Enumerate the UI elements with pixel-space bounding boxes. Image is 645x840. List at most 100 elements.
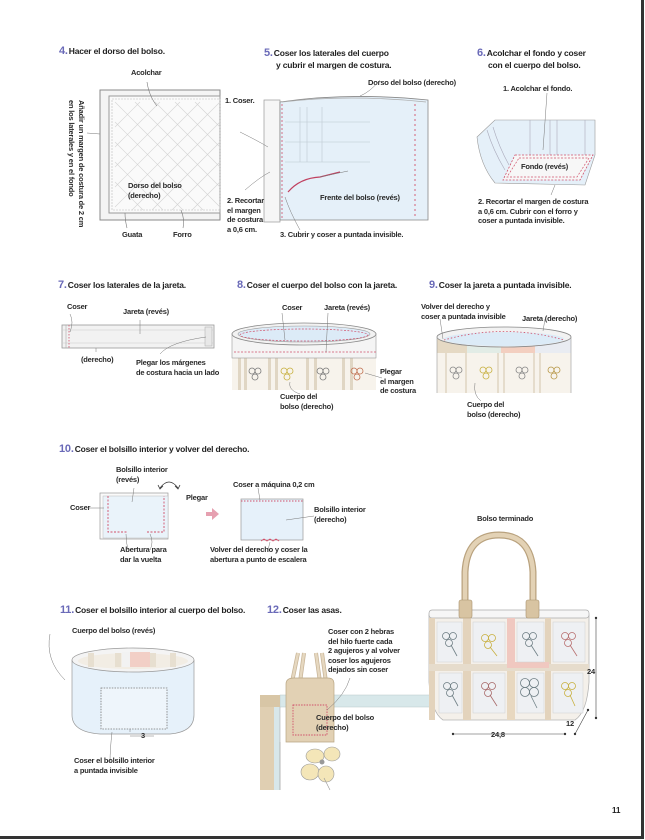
label-back-right: Dorso del bolso (derecho) [368, 78, 456, 87]
label-trim-seam: 2. Recortar el margen de costura a 0,6 c… [227, 196, 264, 234]
step-title-text: Coser la jareta a puntada invisible. [438, 280, 572, 290]
step-number: 11. [60, 604, 75, 616]
label-bottom-wrong: Fondo (revés) [521, 162, 568, 171]
label-inner-pocket-right: Bolsillo interior (derecho) [314, 505, 366, 524]
step-6-illustration [476, 92, 596, 196]
label-line: bolso (derecho) [467, 409, 521, 419]
label-sew: Coser [282, 303, 303, 312]
label-right-side: (derecho) [81, 355, 114, 364]
label-line: de costura [227, 215, 263, 224]
label-line: 2. Recortar el margen de costura [478, 197, 589, 206]
finished-bag-illustration [428, 531, 598, 736]
step-number: 9. [429, 279, 438, 291]
step-title-text: Hacer el dorso del bolso. [68, 46, 165, 56]
label-sew: Coser [67, 302, 88, 311]
label-line: Bolsillo interior [116, 465, 168, 474]
label-fold-seams: Plegar los márgenes de costura hacia un … [136, 358, 219, 377]
step-title-text: Coser el bolsillo interior y volver del … [74, 444, 250, 454]
label-sew-pocket: Coser el bolsillo interior a puntada inv… [74, 756, 155, 775]
step-9-illustration [436, 318, 572, 402]
step-number: 10. [59, 443, 74, 455]
step-12-title: 12.Coser las asas. [267, 604, 342, 616]
label-bag-body-right: Cuerpo del bolso (derecho) [467, 400, 520, 419]
label-turning-opening: Abertura para dar la vuelta [120, 545, 167, 564]
label-casing-right: Jareta (derecho) [522, 314, 578, 323]
step-8-illustration [231, 312, 383, 395]
label-casing-wrong: Jareta (revés) [123, 307, 169, 316]
label-lining: Forro [173, 230, 192, 239]
step-number: 6. [477, 47, 486, 59]
label-line: Cuerpo del [280, 392, 318, 401]
label-line: Abertura para [120, 545, 167, 554]
label-cover-blind-stitch: 3. Cubrir y coser a puntada invisible. [280, 230, 404, 239]
step-7-illustration [61, 313, 215, 355]
label-sew: Coser [70, 503, 91, 512]
label-line: el margen [380, 376, 414, 386]
label-line: 2. Recortar [227, 196, 264, 205]
label-quilt-bottom: 1. Acolchar el fondo. [503, 84, 573, 93]
step-title-text: Coser el cuerpo del bolso con la jareta. [246, 280, 398, 290]
step-7-title: 7.Coser los laterales de la jareta. [58, 279, 186, 291]
label-line: 2 agujeros y al volver [328, 646, 400, 655]
label-strong-thread-note: Coser con 2 hebras del hilo fuerte cada … [328, 627, 400, 675]
label-line: dar la vuelta [120, 554, 162, 564]
label-line: a 0,6 cm. Cubrir con el forro y [478, 206, 578, 216]
label-machine-stitch: Coser a máquina 0,2 cm [233, 480, 315, 489]
label-line: (derecho) [128, 190, 161, 200]
label-sew: 1. Coser. [225, 96, 255, 105]
label-line: Volver del derecho y [421, 302, 490, 311]
label-measure-3: 3 [141, 731, 145, 740]
label-ladder-stitch: Volver del derecho y coser la abertura a… [210, 545, 308, 564]
step-4-title: 4.Hacer el dorso del bolso. [59, 45, 165, 57]
label-turn-blind-stitch: Volver del derecho y coser a puntada inv… [421, 302, 506, 321]
label-line: Coser el bolsillo interior [74, 756, 155, 765]
step-number: 7. [58, 279, 67, 291]
label-bag-body-right: Cuerpo del bolso (derecho) [280, 392, 333, 411]
label-line: Coser con 2 hebras [328, 627, 395, 636]
label-line: dejados sin coser [328, 665, 388, 674]
step-number: 5. [264, 47, 273, 59]
step-6-title: 6.Acolchar el fondo y coser con el cuerp… [477, 47, 586, 71]
label-line: a 0,6 cm. [227, 224, 257, 234]
step-8-title: 8.Coser el cuerpo del bolso con la jaret… [237, 279, 397, 291]
step-10-title: 10.Coser el bolsillo interior y volver d… [59, 443, 250, 455]
label-line: Plegar [380, 367, 402, 376]
label-bag-body-right: Cuerpo del bolso (derecho) [316, 713, 374, 732]
arrow-right-icon [206, 508, 219, 520]
label-line: (derecho) [316, 722, 349, 732]
label-line: Bolsillo interior [314, 505, 366, 514]
label-line: a puntada invisible [74, 765, 138, 775]
step-number: 12. [267, 604, 282, 616]
label-back-of-bag: Dorso del bolso (derecho) [128, 181, 182, 200]
step-title-text: y cubrir el margen de costura. [276, 60, 392, 70]
label-batting: Guata [122, 230, 143, 239]
label-line: (revés) [116, 474, 140, 484]
step-11-illustration [48, 633, 195, 763]
label-line: (derecho) [314, 514, 347, 524]
label-line: Dorso del bolso [128, 181, 182, 190]
step-title-text: con el cuerpo del bolso. [488, 60, 581, 70]
label-line: de costura hacia un lado [136, 367, 220, 377]
dimension-height: 24 [587, 667, 595, 676]
label-fold-seam: Plegar el margen de costura [380, 367, 416, 396]
step-10-left-illustration [88, 481, 181, 551]
step-title-text: Coser el bolsillo interior al cuerpo del… [75, 605, 246, 615]
label-line: bolso (derecho) [280, 401, 334, 411]
label-trim-cover: 2. Recortar el margen de costura a 0,6 c… [478, 197, 589, 226]
label-line: abertura a punto de escalera [210, 554, 307, 564]
step-9-title: 9.Coser la jareta a puntada invisible. [429, 279, 572, 291]
dimension-width: 24,8 [491, 730, 505, 739]
dimension-depth: 12 [566, 719, 574, 728]
label-line: Volver del derecho y coser la [210, 545, 308, 554]
step-10-right-illustration [240, 487, 315, 551]
step-11-title: 11.Coser el bolsillo interior al cuerpo … [60, 604, 245, 616]
page-number: 11 [612, 806, 621, 815]
finished-bag-title: Bolso terminado [477, 514, 534, 523]
label-bag-body-wrong: Cuerpo del bolso (revés) [72, 626, 156, 635]
step-5-illustration [239, 79, 429, 231]
label-line: coser los agujeros [328, 655, 391, 665]
label-casing-wrong: Jareta (revés) [324, 303, 370, 312]
label-line: coser a puntada invisible [421, 311, 506, 321]
label-line: Cuerpo del bolso [316, 713, 375, 722]
